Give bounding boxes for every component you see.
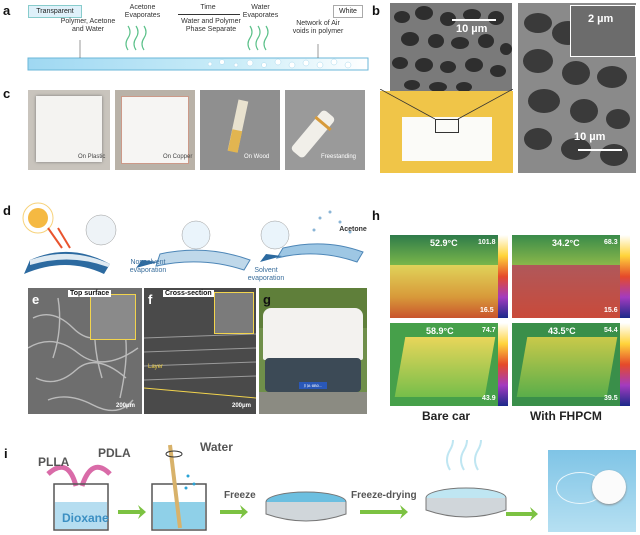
panel-label-a: a [3, 3, 11, 18]
min-2: 15.6 [604, 307, 618, 314]
caption-with-fhpcm: With FHPCM [530, 409, 602, 423]
photo-product-disc [548, 450, 636, 532]
arrow-3 [360, 505, 408, 519]
caption-on-wood: On Wood [244, 154, 270, 160]
time-label: Time [200, 4, 216, 11]
solvent-label: Solvent evaporation [247, 267, 285, 282]
sem-cross-section [144, 288, 256, 414]
thermal-bare-car-front: 52.9°C 101.8 16.5 [390, 235, 508, 318]
panel-label-f: f [148, 292, 153, 307]
pdla-label: PDLA [98, 446, 131, 460]
scale-label-inset: 2 µm [588, 13, 614, 25]
sem-image-right: 2 µm 10 µm [518, 3, 636, 173]
temp-3: 58.9°C [426, 326, 454, 336]
dioxane-label: Dioxane [62, 511, 109, 525]
photo-on-wood: On Wood [200, 90, 280, 170]
panel-label-i: i [4, 446, 8, 461]
acetone-vapor-icon [125, 25, 147, 51]
photo-on-copper: On Copper [115, 90, 195, 170]
sun-icon [28, 208, 48, 228]
film-strip [27, 57, 369, 71]
arrow-4 [506, 507, 538, 521]
max-2: 68.3 [604, 239, 618, 246]
temp-2: 34.2°C [552, 238, 580, 248]
scale-bar-top [452, 19, 496, 21]
temp-4: 43.5°C [548, 326, 576, 336]
photo-on-plastic: On Plastic [28, 90, 110, 170]
nonsolvent-label: Nonsolvent evaporation [129, 259, 167, 274]
sem-inset-f [214, 292, 254, 334]
sem-inset [570, 5, 636, 57]
step-1-text: Polymer, Acetone and Water [60, 18, 116, 33]
scale-label-top: 10 µm [456, 23, 488, 35]
sem-image-top: 10 µm [390, 3, 512, 91]
layer-label: Layer [148, 364, 164, 370]
top-surface-title: Top surface [68, 290, 112, 297]
caption-freestanding: Freestanding [321, 154, 357, 160]
coated-roof-photo [380, 89, 513, 173]
scale-label-f: 200μm [232, 403, 252, 409]
panel-label-b: b [372, 3, 380, 18]
water-vapor-icon [247, 25, 269, 51]
time-arrow [178, 14, 240, 15]
sem-top-surface [28, 288, 142, 414]
caption-on-copper: On Copper [163, 154, 193, 160]
water-label: Water [200, 440, 233, 454]
sem-inset-e [90, 294, 136, 340]
freeze-label: Freeze [224, 490, 256, 501]
panel-i-diagram [46, 440, 538, 531]
scale-label-right: 10 µm [574, 131, 606, 143]
acetone-label: Acetone [339, 226, 367, 233]
panel-label-g: g [263, 292, 271, 307]
arrow-1 [118, 505, 146, 519]
scale-label-e: 200μm [116, 403, 136, 409]
white-badge: White [333, 5, 363, 18]
photo-covered-car: 川A·8B0... [259, 288, 367, 414]
min-1: 16.5 [480, 307, 494, 314]
min-3: 43.9 [482, 395, 496, 402]
cross-section-title: Cross-section [163, 290, 214, 297]
air-voids [207, 58, 352, 69]
step-5-text: Network of Air voids in polymer [292, 20, 344, 35]
step-4-text: Water Evaporates [242, 4, 279, 19]
plla-label: PLLA [38, 455, 70, 469]
thermal-fhpcm-car-interior: 43.5°C 54.4 39.5 [512, 323, 630, 406]
max-1: 101.8 [478, 239, 496, 246]
panel-d-diagram [22, 202, 364, 274]
photo-freestanding: Freestanding [285, 90, 365, 170]
panel-label-h: h [372, 208, 380, 223]
max-3: 74.7 [482, 327, 496, 334]
panel-label-d: d [3, 203, 11, 218]
temp-1: 52.9°C [430, 238, 458, 248]
caption-on-plastic: On Plastic [78, 154, 106, 160]
thermal-fhpcm-car-front: 34.2°C 68.3 15.6 [512, 235, 630, 318]
scale-bar-right [578, 149, 622, 151]
panel-a-diagram [27, 25, 369, 71]
license-plate: 川A·8B0... [299, 382, 327, 389]
caption-bare-car: Bare car [422, 409, 471, 423]
thermal-bare-car-interior: 58.9°C 74.7 43.9 [390, 323, 508, 406]
max-4: 54.4 [604, 327, 618, 334]
step-2-text: Acetone Evaporates [124, 4, 161, 19]
step-3-text: Water and Polymer Phase Separate [181, 18, 241, 33]
panel-label-e: e [32, 292, 40, 307]
transparent-badge: Transparent [28, 5, 82, 18]
freeze-drying-label: Freeze-drying [351, 490, 417, 501]
arrow-2 [220, 505, 248, 519]
min-4: 39.5 [604, 395, 618, 402]
panel-label-c: c [3, 86, 11, 101]
